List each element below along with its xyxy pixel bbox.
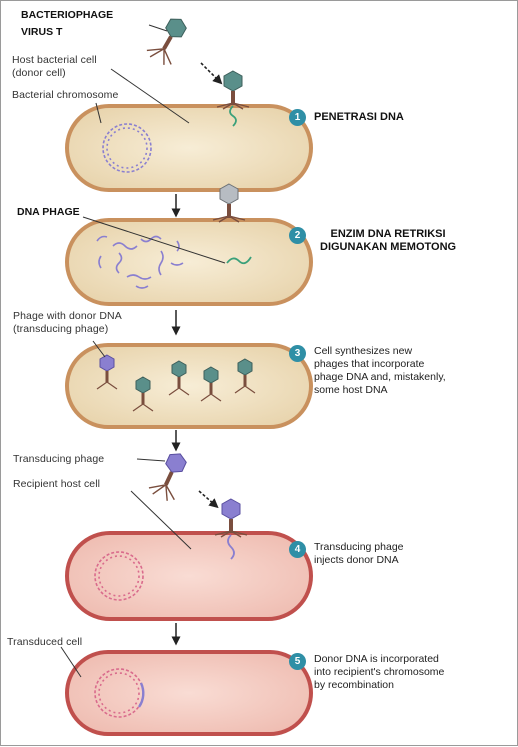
bacteriophage-label: BACTERIOPHAGE xyxy=(21,9,114,21)
donor-cell-2 xyxy=(65,218,313,306)
step-2: 2 ENZIM DNA RETRIKSI DIGUNAKAN MEMOTONG xyxy=(289,227,456,254)
step-1-text: PENETRASI DNA xyxy=(314,109,404,124)
recombined-chromosome-5 xyxy=(94,668,145,718)
leader-transducing-phage xyxy=(136,458,166,462)
step-4-text: Transducing phage injects donor DNA xyxy=(314,541,404,567)
phage-dna-2 xyxy=(226,256,252,265)
new-phage-d xyxy=(234,358,256,394)
transducing-phage-label: Transducing phage xyxy=(13,453,105,465)
step-3-line-1: Cell synthesizes new xyxy=(314,345,413,357)
transduced-cell-5 xyxy=(65,650,313,736)
host-cell-label: Host bacterial cell xyxy=(12,54,97,66)
phage-attached-1 xyxy=(216,70,250,110)
leader-bacterial-chromosome xyxy=(95,102,102,124)
step-3-text: Cell synthesizes new phages that incorpo… xyxy=(314,345,446,397)
recipient-chromosome-4 xyxy=(94,551,144,601)
leader-bacteriophage xyxy=(148,24,168,32)
step-3-line-4: some host DNA xyxy=(314,384,388,396)
step-3: 3 Cell synthesizes new phages that incor… xyxy=(289,345,446,397)
step-2-badge: 2 xyxy=(289,227,306,244)
step-5: 5 Donor DNA is incorporated into recipie… xyxy=(289,653,444,692)
transduced-cell-label: Transduced cell xyxy=(7,636,83,648)
step-1-badge: 1 xyxy=(289,109,306,126)
leader-phage-donor xyxy=(92,340,106,358)
transducing-phage-free xyxy=(148,453,187,501)
step-5-line-1: Donor DNA is incorporated xyxy=(314,653,439,665)
host-chromosome-1 xyxy=(102,123,152,173)
phage-donor-label: Phage with donor DNA xyxy=(13,310,122,322)
step-3-line-2: phages that incorporate xyxy=(314,358,425,370)
step-3-badge: 3 xyxy=(289,345,306,362)
motion-arrow-1 xyxy=(200,62,223,85)
step-4-badge: 4 xyxy=(289,541,306,558)
leader-recipient xyxy=(130,490,192,550)
phage-top-free xyxy=(146,18,187,65)
step-1-line-1: PENETRASI DNA xyxy=(314,111,404,123)
donor-cell-1 xyxy=(65,104,313,192)
step-5-text: Donor DNA is incorporated into recipient… xyxy=(314,653,444,692)
recipient-host-label: Recipient host cell xyxy=(13,478,101,490)
leader-transduced xyxy=(60,646,82,678)
transducing-phage-paren-label: (transducing phage) xyxy=(13,323,109,335)
step-1: 1 PENETRASI DNA xyxy=(289,109,404,126)
step-5-line-2: into recipient's chromosome xyxy=(314,666,445,678)
new-phage-b xyxy=(168,360,190,396)
step-4: 4 Transducing phage injects donor DNA xyxy=(289,541,404,567)
recipient-cell-4 xyxy=(65,531,313,621)
dna-phage-label: DNA PHAGE xyxy=(17,206,80,218)
leader-dna-phage xyxy=(82,216,226,264)
bacterial-chromosome-label: Bacterial chromosome xyxy=(12,89,119,101)
motion-arrow-4 xyxy=(198,490,219,509)
step-3-line-3: phage DNA and, mistakenly, xyxy=(314,371,446,383)
step-2-text: ENZIM DNA RETRIKSI DIGUNAKAN MEMOTONG xyxy=(320,227,456,254)
step-4-line-1: Transducing phage xyxy=(314,541,404,553)
new-phage-c xyxy=(200,366,222,402)
leader-host-cell xyxy=(110,68,190,124)
step-5-badge: 5 xyxy=(289,653,306,670)
step-4-line-2: injects donor DNA xyxy=(314,554,399,566)
transducing-phage-attached xyxy=(214,498,248,538)
new-phage-a xyxy=(132,376,154,412)
empty-phage-2 xyxy=(212,183,246,223)
virus-t-label: VIRUS T xyxy=(21,26,63,38)
injected-phage-dna-1 xyxy=(229,105,237,127)
donor-dna-injected-4 xyxy=(227,534,235,560)
step-2-line-1: ENZIM DNA RETRIKSI xyxy=(330,228,446,240)
step-2-line-2: DIGUNAKAN MEMOTONG xyxy=(320,241,457,253)
step-5-line-3: by recombination xyxy=(314,679,394,691)
donor-cell-label: (donor cell) xyxy=(12,67,66,79)
new-phage-transducing xyxy=(96,354,118,390)
